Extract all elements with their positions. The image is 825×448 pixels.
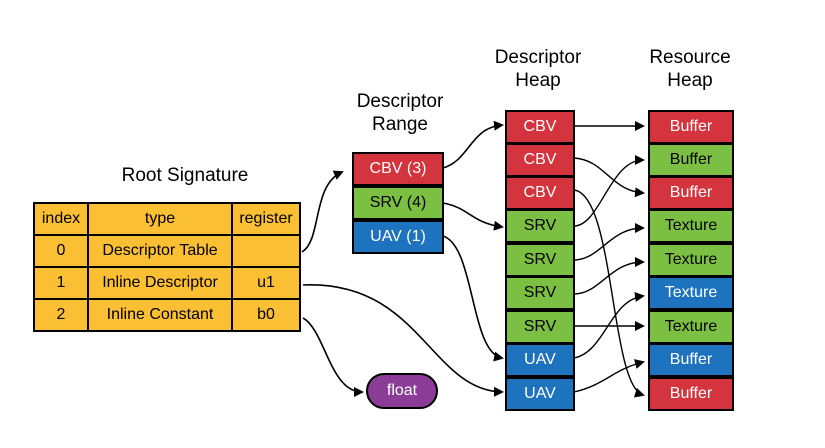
heap-srv-1: SRV <box>505 243 575 277</box>
descriptor-range-title-line1: Descriptor <box>356 91 444 112</box>
float-node: float <box>366 373 438 409</box>
range-cbv: CBV (3) <box>352 152 444 186</box>
descriptor-heap-title: Descriptor Heap <box>478 46 598 92</box>
row-index: 2 <box>33 298 89 332</box>
resource-heap-title: Resource Heap <box>630 46 750 92</box>
row-type: Inline Constant <box>87 298 233 332</box>
header-type: type <box>87 202 233 236</box>
arrow-heap-7 <box>573 292 645 359</box>
resource-texture-1: Texture <box>648 243 734 277</box>
row-type: Descriptor Table <box>87 234 233 268</box>
resource-heap-title-line2: Heap <box>667 70 713 91</box>
resource-buffer-2: Buffer <box>648 176 734 210</box>
descriptor-heap-title-line2: Heap <box>515 70 561 91</box>
arrow-heap-3 <box>573 155 645 227</box>
table-row: 0 Descriptor Table <box>33 234 301 268</box>
row-register: b0 <box>231 298 301 332</box>
table-row: 2 Inline Constant b0 <box>33 298 301 332</box>
arrow-heap-8 <box>573 359 645 393</box>
root-signature-table: index type register 0 Descriptor Table 1… <box>33 202 301 332</box>
heap-srv-3: SRV <box>505 310 575 344</box>
descriptor-range-title-line2: Range <box>372 114 428 135</box>
arrow-cbv-range-to-heap <box>442 120 504 169</box>
resource-buffer-3: Buffer <box>648 343 734 377</box>
heap-cbv-2: CBV <box>505 176 575 210</box>
resource-buffer-4: Buffer <box>648 377 734 411</box>
descriptor-range-title: Descriptor Range <box>340 90 460 136</box>
resource-heap-title-line1: Resource <box>649 47 731 68</box>
arrow-heap-5 <box>573 257 645 295</box>
root-signature-title: Root Signature <box>121 165 249 186</box>
header-index: index <box>33 202 89 236</box>
heap-srv-0: SRV <box>505 209 575 243</box>
range-uav: UAV (1) <box>352 220 444 254</box>
resource-buffer-0: Buffer <box>648 110 734 144</box>
resource-texture-0: Texture <box>648 209 734 243</box>
range-srv: SRV (4) <box>352 186 444 220</box>
row-index: 0 <box>33 234 89 268</box>
row-register: u1 <box>231 266 301 300</box>
row-register <box>231 234 301 268</box>
arrow-srv-range-to-heap <box>442 202 504 231</box>
heap-srv-2: SRV <box>505 276 575 310</box>
header-register: register <box>231 202 301 236</box>
heap-cbv-1: CBV <box>505 143 575 177</box>
arrow-inline-constant-to-float <box>302 317 364 397</box>
root-signature-header-row: index type register <box>33 202 301 236</box>
arrow-uav-range-to-heap <box>442 235 504 362</box>
resource-texture-3: Texture <box>648 310 734 344</box>
resource-texture-2: Texture <box>648 276 734 310</box>
arrow-table-to-range <box>301 170 344 253</box>
descriptor-heap-title-line1: Descriptor <box>494 47 582 68</box>
heap-cbv-0: CBV <box>505 110 575 144</box>
row-type: Inline Descriptor <box>87 266 233 300</box>
row-index: 1 <box>33 266 89 300</box>
arrow-heap-4 <box>573 223 645 261</box>
heap-uav-0: UAV <box>505 343 575 377</box>
arrow-inline-descriptor-to-uav <box>302 284 504 397</box>
arrow-heap-2 <box>573 189 645 398</box>
heap-uav-1: UAV <box>505 377 575 411</box>
table-row: 1 Inline Descriptor u1 <box>33 266 301 300</box>
resource-buffer-1: Buffer <box>648 143 734 177</box>
arrow-heap-1 <box>573 157 645 198</box>
